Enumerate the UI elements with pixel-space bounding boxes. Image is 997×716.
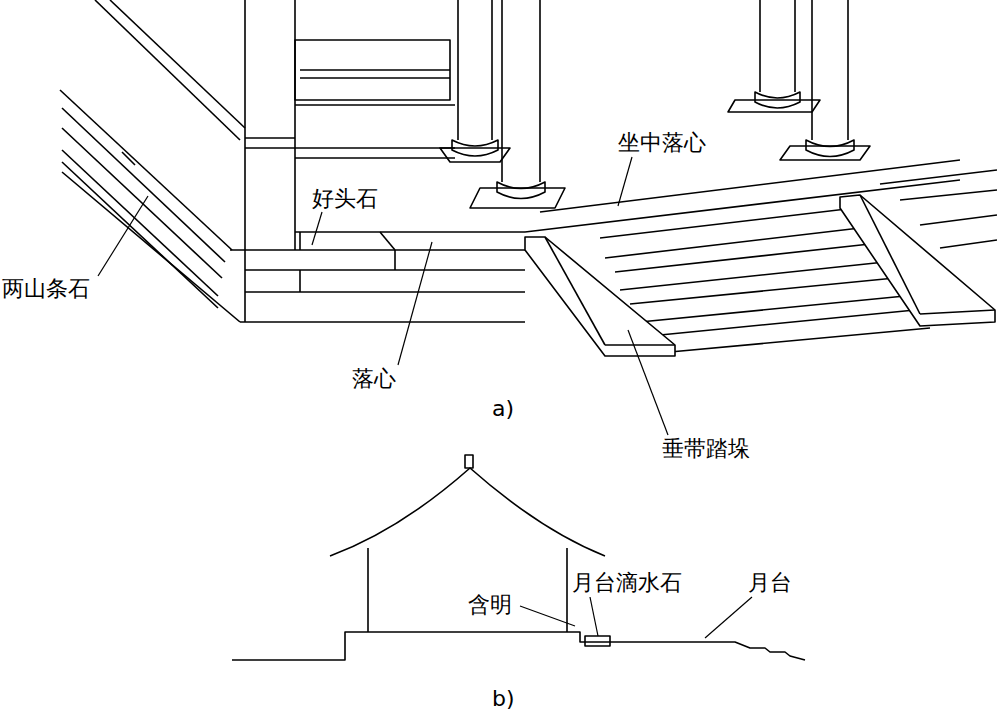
part-name: 垂带踏垛 <box>662 438 750 460</box>
section-drawing <box>232 455 805 660</box>
side-slabs <box>525 195 995 356</box>
subfigure-label: b) <box>492 688 515 710</box>
part-name: 落心 <box>352 368 396 390</box>
columns <box>440 0 870 208</box>
front-wall <box>295 40 455 158</box>
part-name: 含明 <box>468 594 512 616</box>
part-name: 好头石 <box>312 188 378 210</box>
part-name: 坐中落心 <box>618 132 706 154</box>
subfigure-label: a) <box>492 398 514 420</box>
leader-lines <box>98 157 752 638</box>
part-name: 月台 <box>748 572 792 594</box>
part-name: 月台滴水石 <box>572 572 682 594</box>
side-wall <box>60 0 245 322</box>
part-name: 两山条石 <box>2 278 90 300</box>
corner-pier <box>245 0 295 250</box>
